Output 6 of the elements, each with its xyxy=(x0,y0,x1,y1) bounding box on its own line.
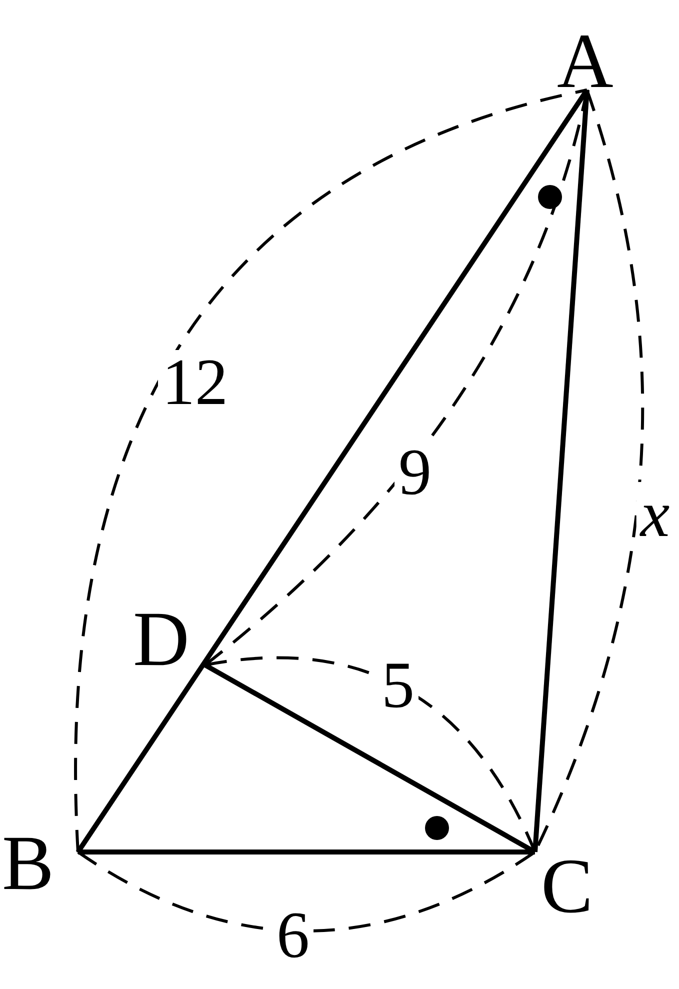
line-segment xyxy=(532,90,590,852)
vertex-label: C xyxy=(541,847,594,925)
vertex-label: B xyxy=(2,824,54,902)
vertex-label: D xyxy=(133,600,190,678)
line-segment xyxy=(78,850,535,854)
vertex-label: A xyxy=(557,22,614,100)
